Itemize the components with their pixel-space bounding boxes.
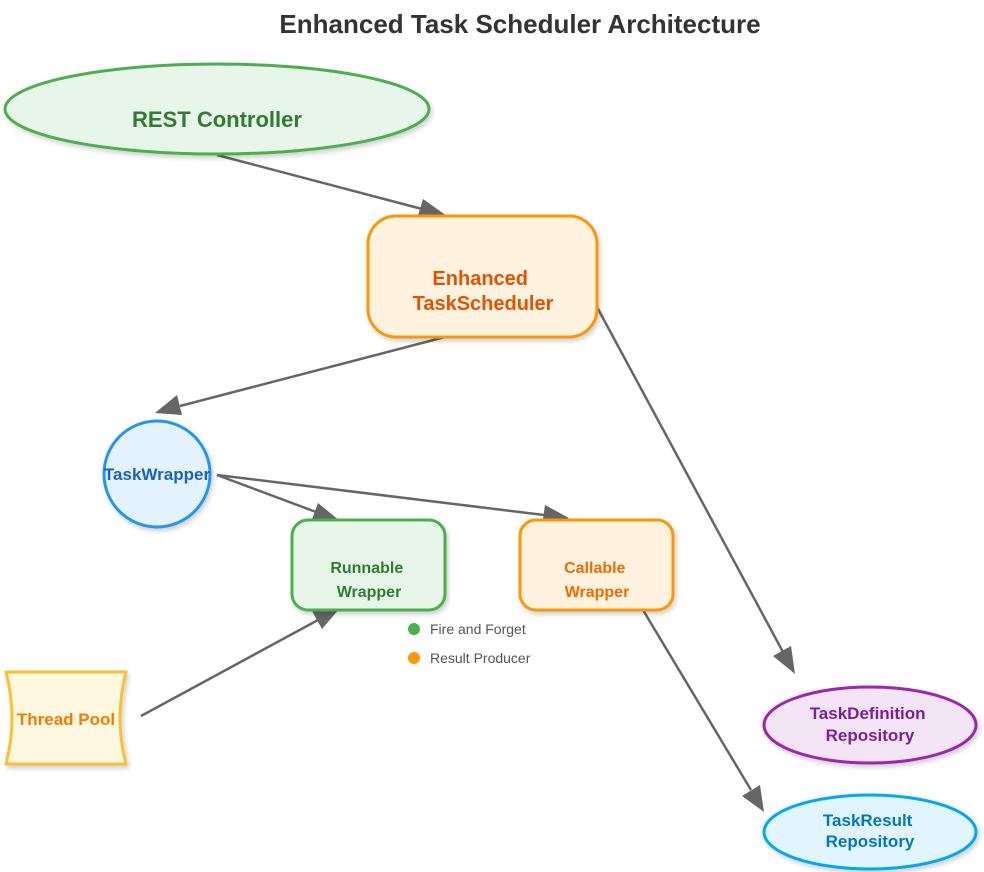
node-enhanced-taskscheduler[interactable]: Enhanced TaskScheduler bbox=[366, 214, 599, 339]
edge-taskwrapper-to-runnable bbox=[216, 473, 340, 522]
taskwrapper-label: TaskWrapper bbox=[104, 465, 211, 484]
node-thread-pool[interactable]: Thread Pool bbox=[4, 670, 128, 766]
edge-scheduler-to-taskdefinition-repo bbox=[595, 306, 795, 674]
node-callable-wrapper[interactable]: Callable Wrapper bbox=[518, 518, 675, 612]
thread-pool-label: Thread Pool bbox=[17, 710, 115, 729]
node-rest-controller[interactable]: REST Controller bbox=[3, 62, 431, 156]
node-runnable-wrapper[interactable]: Runnable Wrapper bbox=[290, 518, 447, 612]
node-taskdefinition-repository[interactable]: TaskDefinition Repository bbox=[762, 685, 978, 765]
taskwrapper-shape bbox=[102, 419, 212, 529]
legend-swatch-green bbox=[408, 623, 420, 635]
runnable-wrapper-shape bbox=[290, 518, 447, 612]
node-taskwrapper[interactable]: TaskWrapper bbox=[102, 419, 212, 529]
edge-rest-to-scheduler bbox=[216, 153, 447, 219]
runnable-wrapper-label: Runnable Wrapper bbox=[330, 560, 407, 601]
edge-threadpool-to-runnable bbox=[140, 608, 340, 718]
rest-controller-label: REST Controller bbox=[132, 107, 302, 132]
edge-callable-to-taskresult-repo bbox=[641, 609, 764, 812]
legend-label-fire-and-forget: Fire and Forget bbox=[430, 621, 526, 637]
taskresult-repository-shape bbox=[762, 793, 978, 871]
thread-pool-shape bbox=[4, 670, 128, 766]
edge-scheduler-to-taskwrapper bbox=[155, 335, 446, 415]
diagram-title: Enhanced Task Scheduler Architecture bbox=[279, 9, 760, 39]
taskscheduler-shape bbox=[366, 214, 599, 339]
taskdefinition-repository-shape bbox=[762, 685, 978, 765]
callable-wrapper-shape bbox=[518, 518, 675, 612]
legend-swatch-orange bbox=[408, 652, 420, 664]
legend-label-result-producer: Result Producer bbox=[430, 650, 531, 666]
taskresult-repository-label: TaskResult Repository bbox=[823, 811, 917, 851]
legend-item-result-producer: Result Producer bbox=[408, 650, 531, 666]
rest-controller-shape bbox=[3, 62, 431, 156]
legend-item-fire-and-forget: Fire and Forget bbox=[408, 621, 526, 637]
legend: Fire and Forget Result Producer bbox=[408, 621, 531, 666]
taskscheduler-label: Enhanced TaskScheduler bbox=[413, 268, 554, 315]
callable-wrapper-label: Callable Wrapper bbox=[564, 560, 630, 601]
edge-taskwrapper-to-callable bbox=[216, 473, 569, 526]
node-taskresult-repository[interactable]: TaskResult Repository bbox=[762, 793, 978, 871]
taskdefinition-repository-label: TaskDefinition Repository bbox=[810, 704, 931, 745]
